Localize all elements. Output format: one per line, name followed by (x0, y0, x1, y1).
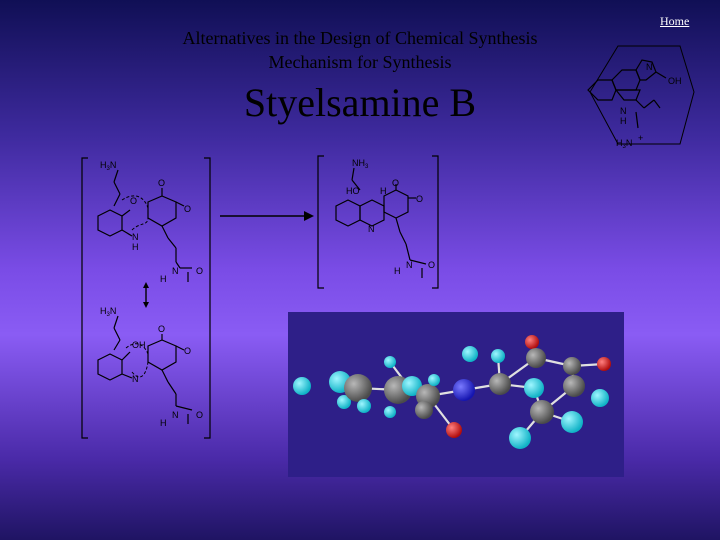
s2-amide-n: N (406, 260, 413, 270)
s2-amide-h: H (394, 266, 401, 276)
s3-o1: O (158, 324, 165, 334)
molecule-3d-model (288, 312, 624, 477)
step1-structure: H3N O O O N H N H O (97, 160, 203, 284)
s1-h3n: H3N (100, 160, 116, 172)
slide-title: Styelsamine B (243, 80, 477, 125)
label-h-amine: H (620, 116, 627, 126)
styelsamine-structure: N OH N H H3N + (587, 45, 695, 150)
s3-amide-o: O (196, 410, 203, 420)
s3-n: N (132, 374, 139, 384)
mechanism-bracket-left (81, 157, 211, 439)
s3-o2: O (184, 346, 191, 356)
s2-ho: HO (346, 186, 360, 196)
s2-o1: O (392, 178, 399, 188)
s1-o3: O (184, 204, 191, 214)
s3-amide-n: N (172, 410, 179, 420)
s1-amide-o: O (196, 266, 203, 276)
s3-oh: OH (132, 340, 146, 350)
s1-o1: O (130, 196, 137, 206)
home-link[interactable]: Home (660, 14, 690, 28)
step2-structure: NH3 HO H O O N N H O (335, 158, 435, 278)
s1-o2: O (158, 178, 165, 188)
subtitle-line-2: Mechanism for Synthesis (268, 52, 452, 72)
s2-o2: O (416, 194, 423, 204)
label-oh: OH (668, 76, 682, 86)
equilibrium-arrow (143, 282, 149, 308)
s1-n1: N (132, 232, 139, 242)
s1-h1: H (132, 242, 139, 252)
label-n-amine: N (620, 106, 627, 116)
label-charge: + (638, 133, 643, 143)
s2-n: N (368, 224, 375, 234)
s1-amide-n: N (172, 266, 179, 276)
subtitle-line-1: Alternatives in the Design of Chemical S… (182, 28, 538, 48)
s3-amide-h: H (160, 418, 167, 428)
s2-h: H (380, 186, 387, 196)
label-h3n: H3N (616, 138, 632, 150)
s2-amide-o: O (428, 260, 435, 270)
s2-nh3: NH3 (352, 158, 369, 170)
s1-amide-h: H (160, 274, 167, 284)
molecule-3d-render (288, 312, 624, 477)
slide-header: Alternatives in the Design of Chemical S… (120, 26, 600, 126)
label-n-ring: N (646, 62, 653, 72)
step3-structure: H3N OH O O N N H O (97, 306, 203, 428)
reaction-arrow (220, 211, 314, 221)
s3-h3n: H3N (100, 306, 116, 318)
step2-bracket (317, 155, 439, 289)
